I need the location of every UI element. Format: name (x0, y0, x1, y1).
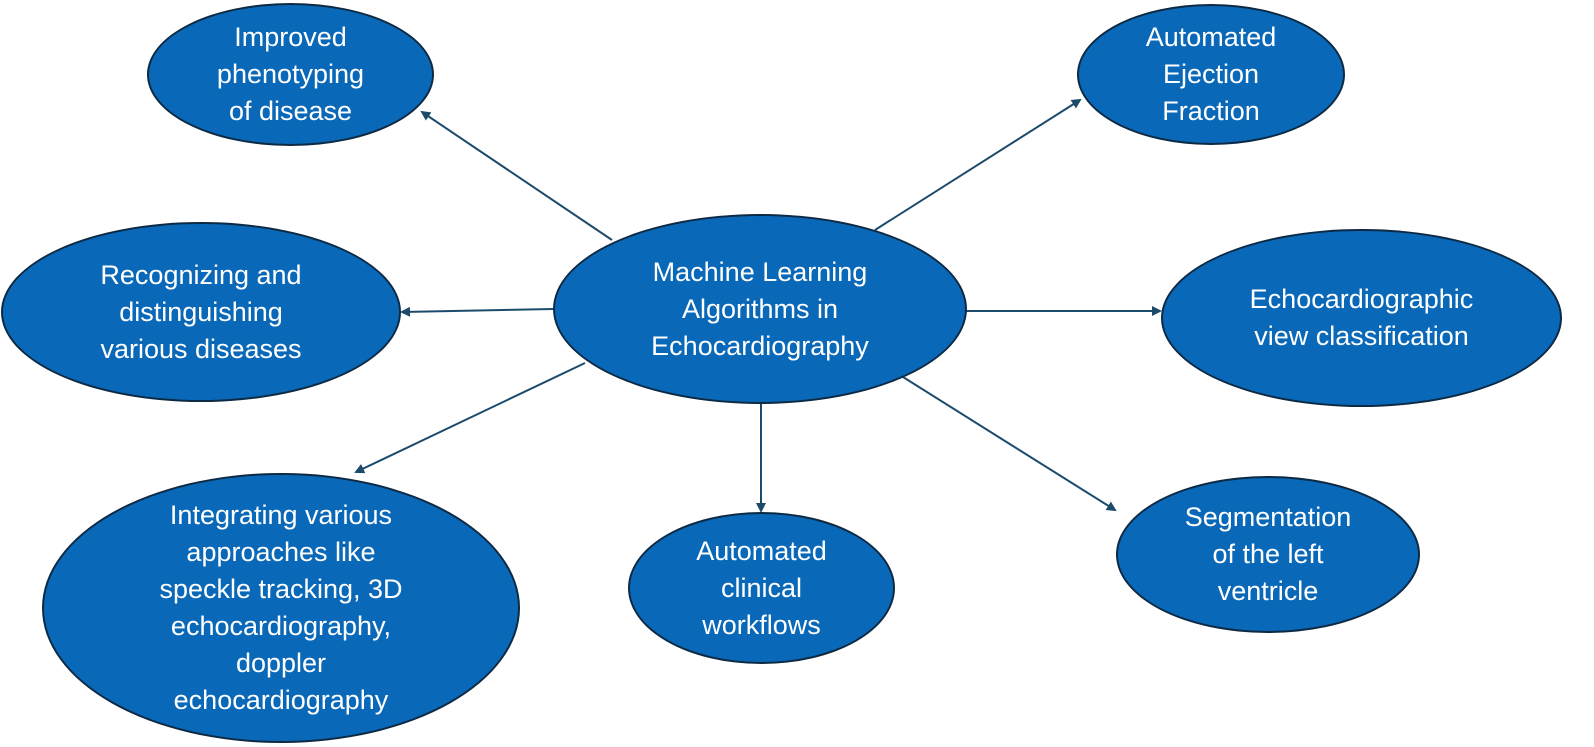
arrow-to-integrating (354, 362, 586, 474)
center-node-label: Machine Learning Algorithms in Echocardi… (651, 256, 869, 361)
node-recognizing: Recognizing and distinguishing various d… (1, 222, 401, 402)
node-ejection-fraction: Automated Ejection Fraction (1077, 4, 1345, 145)
arrow-to-phenotyping (420, 110, 613, 241)
arrow-to-recognizing (400, 306, 554, 317)
node-segmentation-label: Segmentation of the left ventricle (1184, 502, 1352, 606)
arrow-to-segmentation (902, 376, 1117, 512)
node-recognizing-label: Recognizing and distinguishing various d… (100, 259, 302, 364)
node-view-classification: Echocardiographic view classification (1161, 229, 1562, 407)
center-node: Machine Learning Algorithms in Echocardi… (553, 214, 967, 404)
node-phenotyping: Improved phenotyping of disease (147, 3, 434, 146)
node-ejection-fraction-label: Automated Ejection Fraction (1145, 22, 1277, 126)
arrow-to-ejection-fraction (874, 98, 1082, 231)
node-workflows: Automated clinical workflows (628, 512, 895, 664)
node-integrating-label: Integrating various approaches like spec… (159, 500, 403, 715)
node-phenotyping-label: Improved phenotyping of disease (216, 22, 365, 126)
node-integrating: Integrating various approaches like spec… (42, 473, 520, 743)
node-view-classification-label: Echocardiographic view classification (1249, 284, 1474, 351)
node-workflows-label: Automated clinical workflows (696, 535, 827, 640)
node-segmentation: Segmentation of the left ventricle (1116, 476, 1420, 633)
